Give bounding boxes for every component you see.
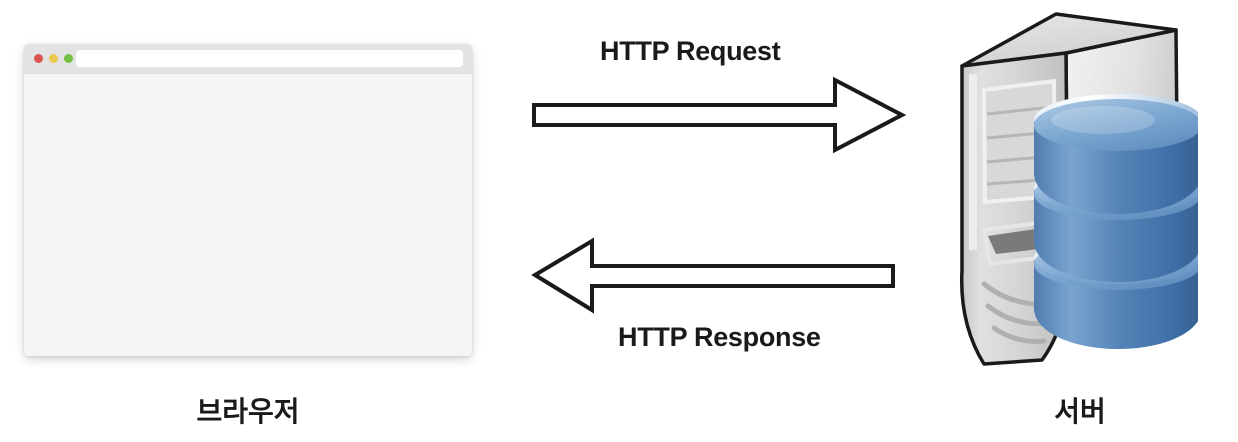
http-response-label: HTTP Response [618, 322, 821, 352]
browser-caption: 브라우저 [196, 396, 300, 427]
close-button-icon[interactable] [34, 54, 43, 63]
response-arrow-shape [531, 237, 895, 314]
server-left-highlight [969, 74, 977, 250]
url-input[interactable] [76, 50, 463, 67]
browser-viewport [24, 74, 472, 356]
minimize-button-icon[interactable] [49, 54, 58, 63]
maximize-button-icon[interactable] [64, 54, 73, 63]
http-request-label: HTTP Request [600, 36, 781, 66]
database-top-face [1034, 99, 1202, 151]
http-request-arrow [530, 75, 910, 180]
server-database-graphic [938, 8, 1202, 383]
browser-titlebar [24, 44, 472, 74]
http-response-arrow [525, 228, 905, 333]
server-caption: 서버 [1054, 396, 1106, 427]
traffic-lights [34, 54, 73, 63]
browser-window [24, 44, 472, 356]
database-cylinder-stack [1034, 94, 1202, 349]
database-top-gloss [1051, 106, 1155, 134]
request-arrow-shape [532, 76, 907, 154]
